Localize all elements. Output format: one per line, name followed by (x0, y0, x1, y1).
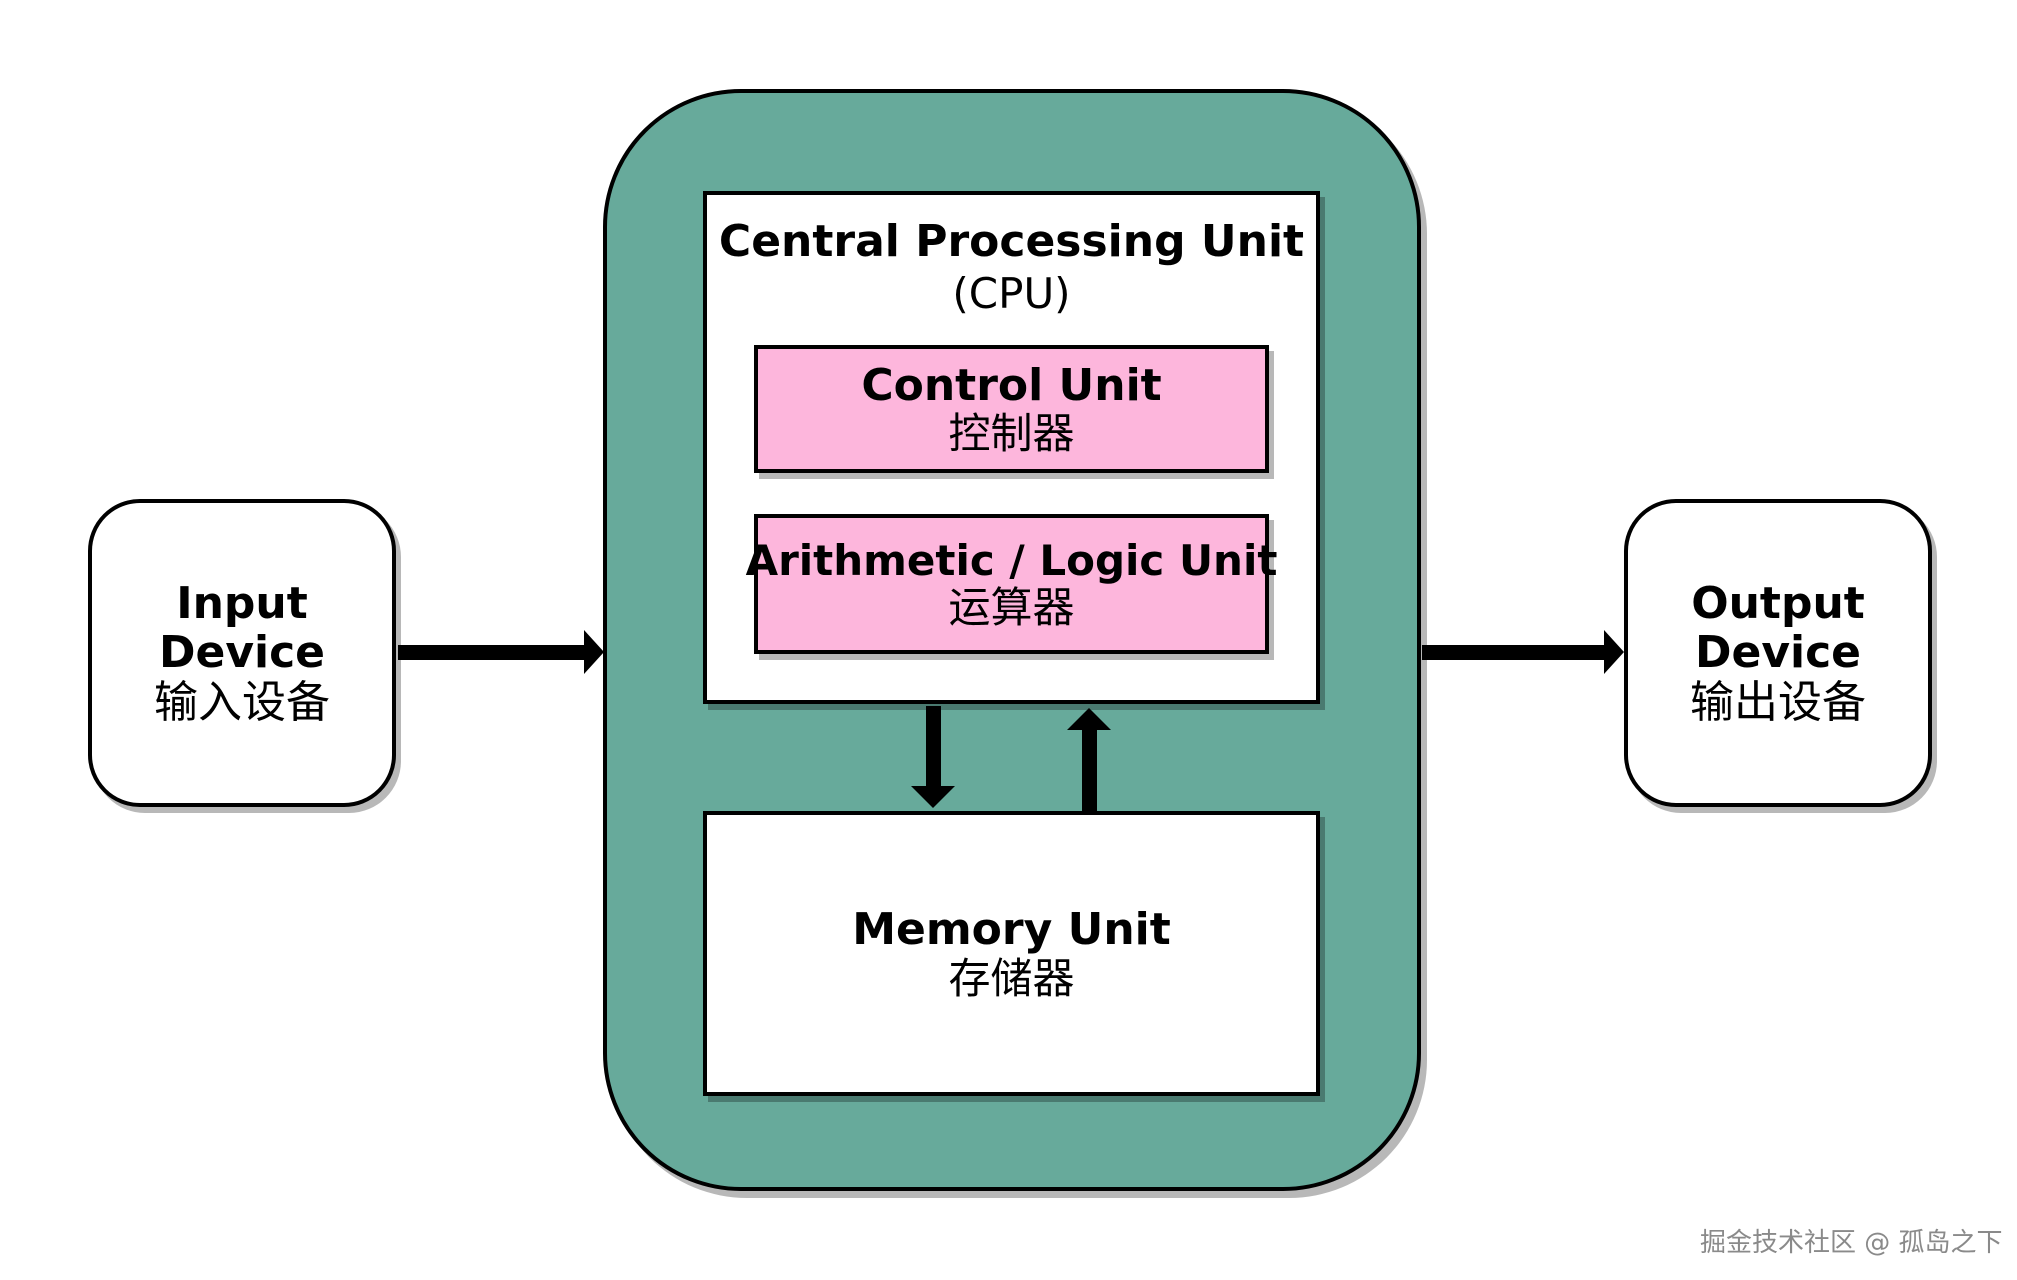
input-device-title-line2: Device (158, 627, 326, 679)
input-to-cpu-arrow (398, 630, 604, 674)
control-unit-box: Control Unit 控制器 (754, 345, 1269, 473)
input-device-box: Input Device 输入设备 (88, 499, 396, 807)
memory-unit-title: Memory Unit (852, 904, 1171, 956)
alu-subtitle: 运算器 (948, 583, 1075, 632)
watermark: 掘金技术社区 @ 孤岛之下 (1700, 1228, 2003, 1258)
control-unit-title: Control Unit (861, 359, 1162, 411)
input-device-subtitle: 输入设备 (154, 676, 330, 728)
cpu-title: Central Processing Unit (718, 216, 1305, 267)
input-device-title-line1: Input (176, 578, 308, 630)
output-device-title-line2: Device (1694, 627, 1862, 679)
cpu-to-memory-arrow (911, 706, 955, 808)
output-device-subtitle: 输出设备 (1690, 676, 1866, 728)
output-device-box: Output Device 输出设备 (1624, 499, 1932, 807)
memory-unit-box: Memory Unit 存储器 (703, 811, 1320, 1096)
alu-box: Arithmetic / Logic Unit 运算器 (746, 514, 1277, 654)
control-unit-subtitle: 控制器 (948, 409, 1075, 459)
memory-unit-subtitle: 存储器 (948, 953, 1075, 1003)
cpu-to-output-arrow (1422, 630, 1624, 674)
alu-title: Arithmetic / Logic Unit (745, 535, 1278, 585)
output-device-title-line1: Output (1691, 578, 1865, 630)
cpu-title-group: Central Processing Unit (CPU) (707, 216, 1316, 319)
cpu-abbreviation: (CPU) (952, 269, 1071, 319)
memory-to-cpu-arrow (1067, 708, 1111, 811)
